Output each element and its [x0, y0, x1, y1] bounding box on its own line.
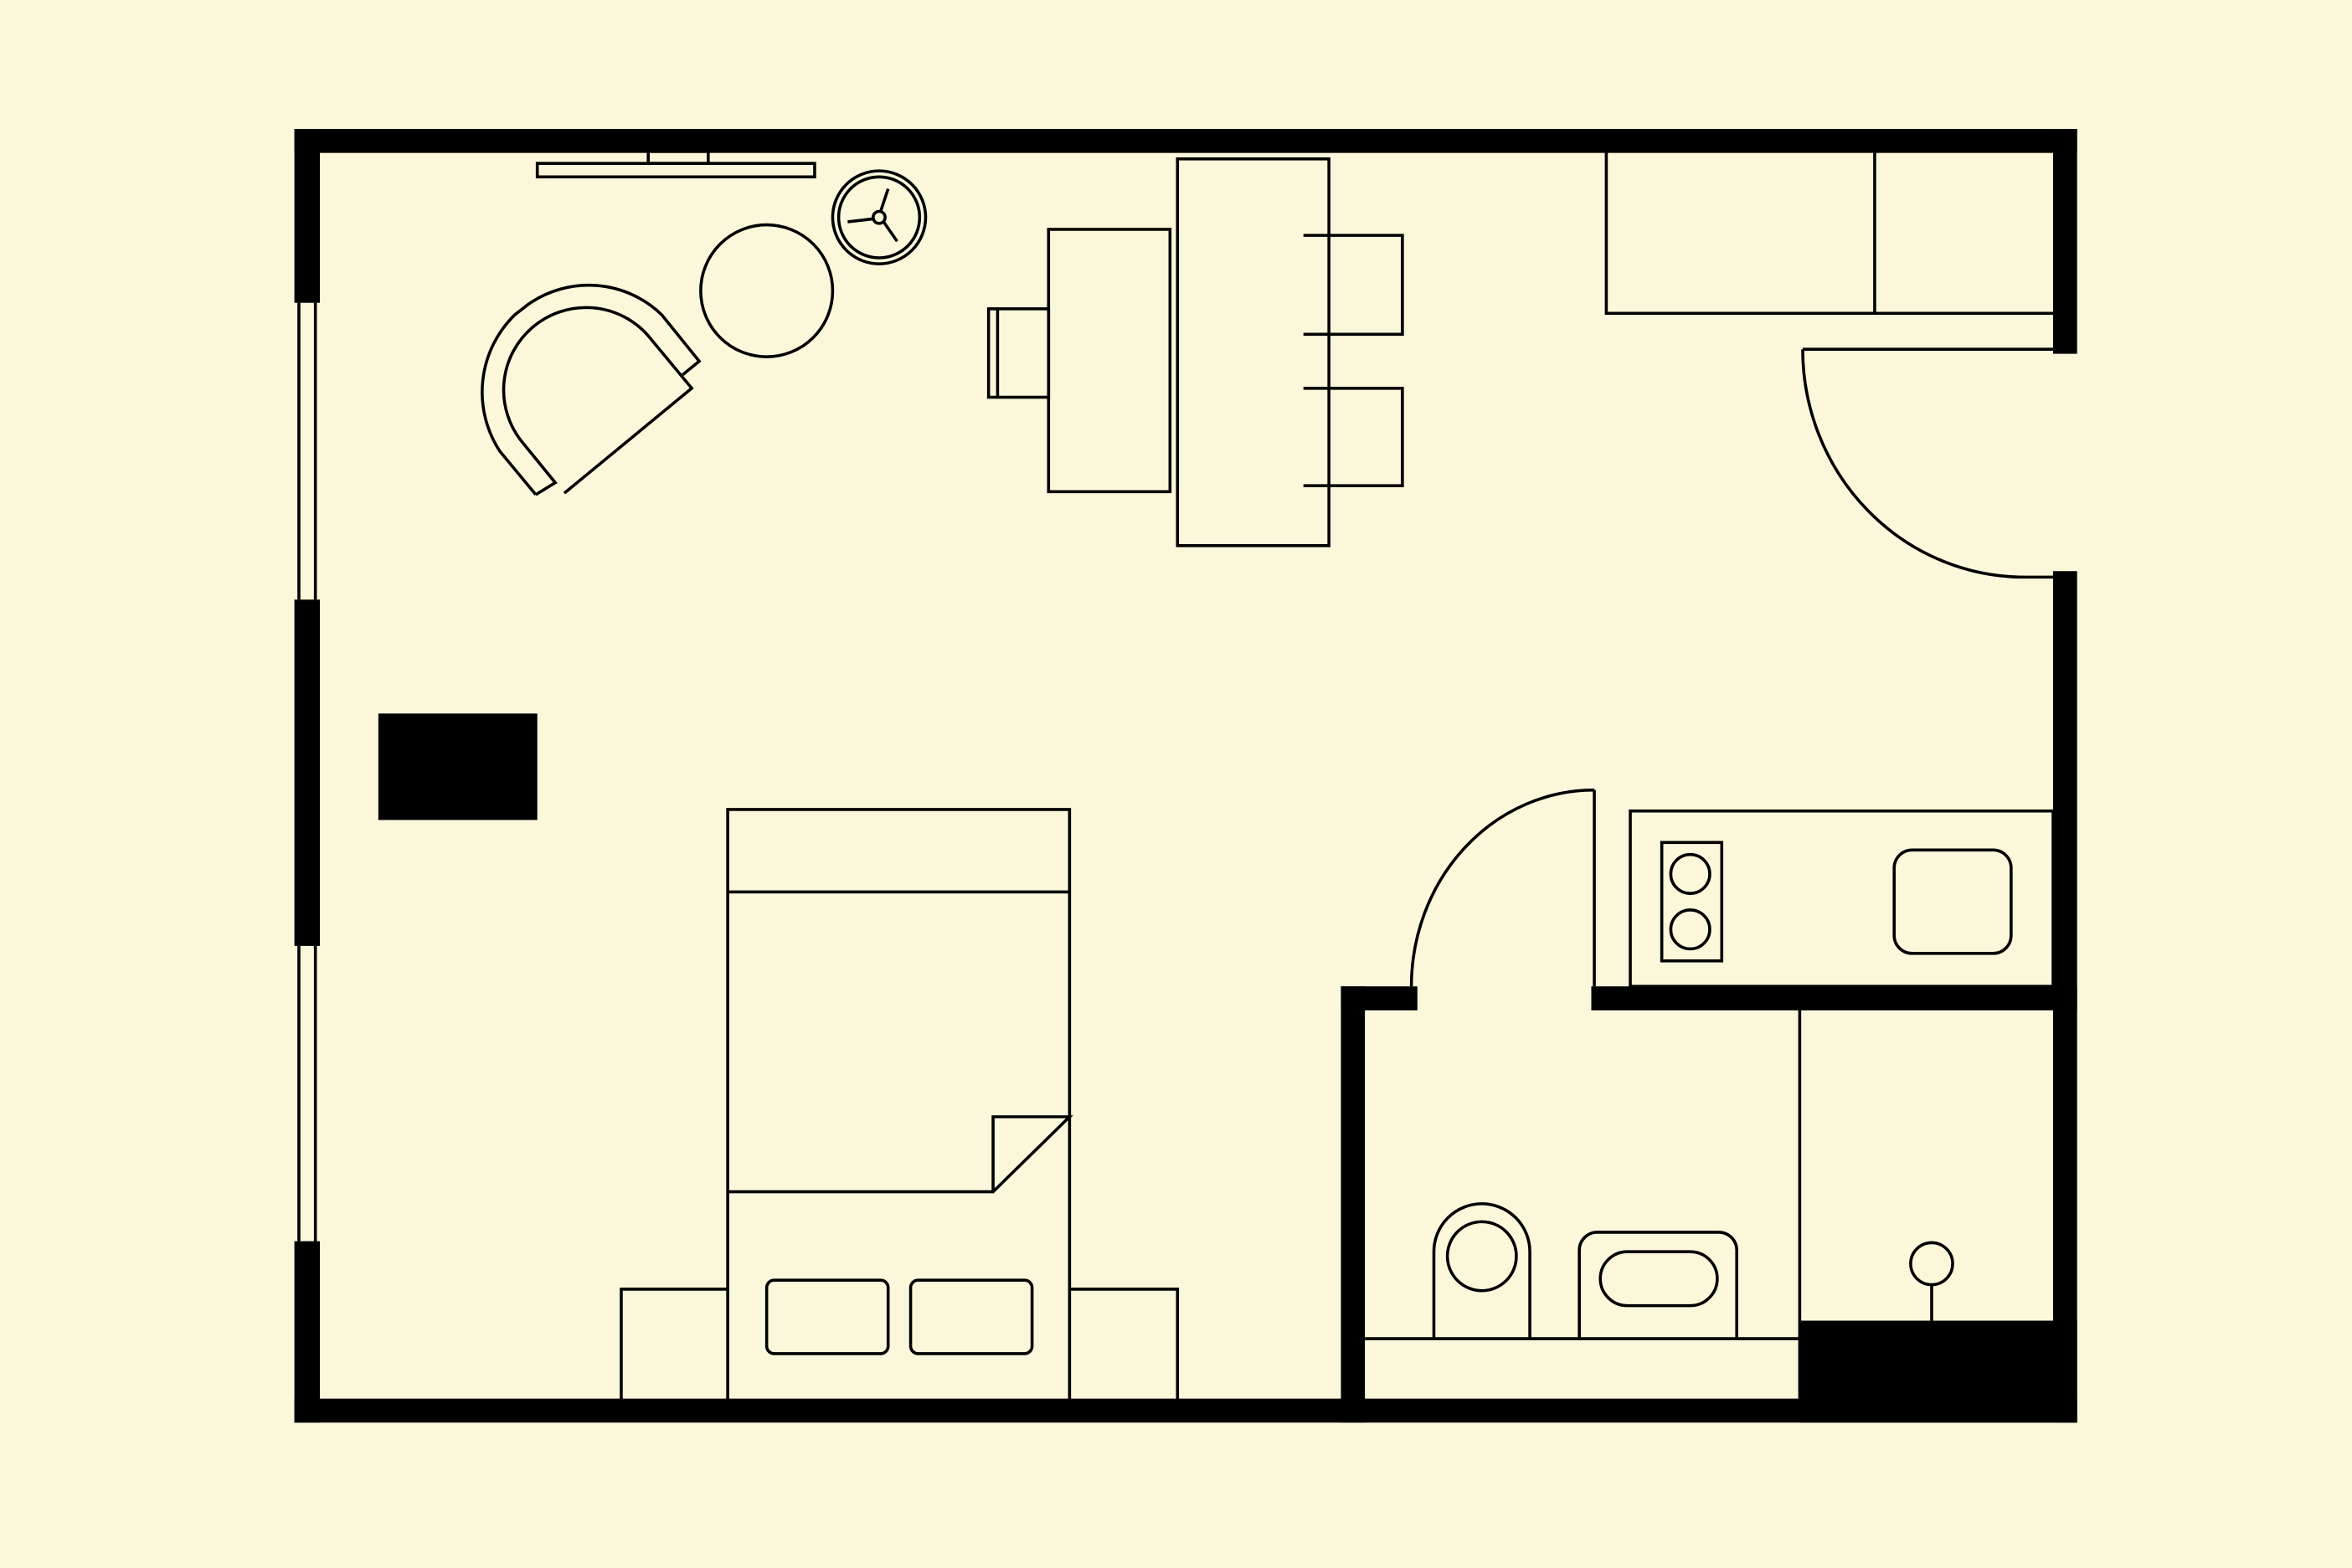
- window-lower: [297, 945, 317, 1242]
- bathroom-sink: [1577, 1231, 1738, 1339]
- wall-bottom: [294, 1398, 2077, 1423]
- bathroom-door[interactable]: [1409, 788, 1596, 987]
- nightstand-right: [1069, 1288, 1180, 1402]
- window-upper: [297, 302, 317, 600]
- dining-table: [1176, 157, 1330, 548]
- wall-left-3: [294, 1241, 321, 1423]
- column-block: [378, 713, 538, 820]
- entry-cabinets: [1604, 151, 2054, 316]
- clock-icon: [831, 169, 928, 265]
- armchair: [481, 283, 702, 496]
- wall-right-1: [2053, 128, 2077, 354]
- kitchen-counter: [1629, 809, 2055, 989]
- dining-chair-1: [1303, 234, 1404, 337]
- pillow-right: [908, 1278, 1034, 1355]
- walls: [294, 128, 2077, 1423]
- bathroom-wall-right: [1591, 986, 2077, 1010]
- wall-shelf: [535, 150, 816, 179]
- wall-left-2: [294, 599, 321, 946]
- entry-door[interactable]: [1801, 347, 2054, 579]
- bathroom-wall-vertical: [1341, 986, 1366, 1423]
- dining-chair-2: [1303, 386, 1404, 487]
- shower-tray-block: [1799, 1320, 2077, 1423]
- wall-top: [294, 128, 2077, 153]
- bed: [726, 808, 1073, 1404]
- shower-head-icon: [1909, 1241, 1954, 1321]
- pillow-left: [764, 1278, 890, 1355]
- hob-icon: [1660, 841, 1724, 963]
- round-side-table: [699, 223, 835, 358]
- nightstand-left: [620, 1288, 728, 1402]
- desk-chair: [986, 307, 1051, 399]
- bathroom-wall-left-stub: [1341, 986, 1418, 1010]
- toilet-icon: [1432, 1202, 1531, 1339]
- kitchen-sink: [1892, 848, 2013, 955]
- wall-left-1: [294, 128, 321, 303]
